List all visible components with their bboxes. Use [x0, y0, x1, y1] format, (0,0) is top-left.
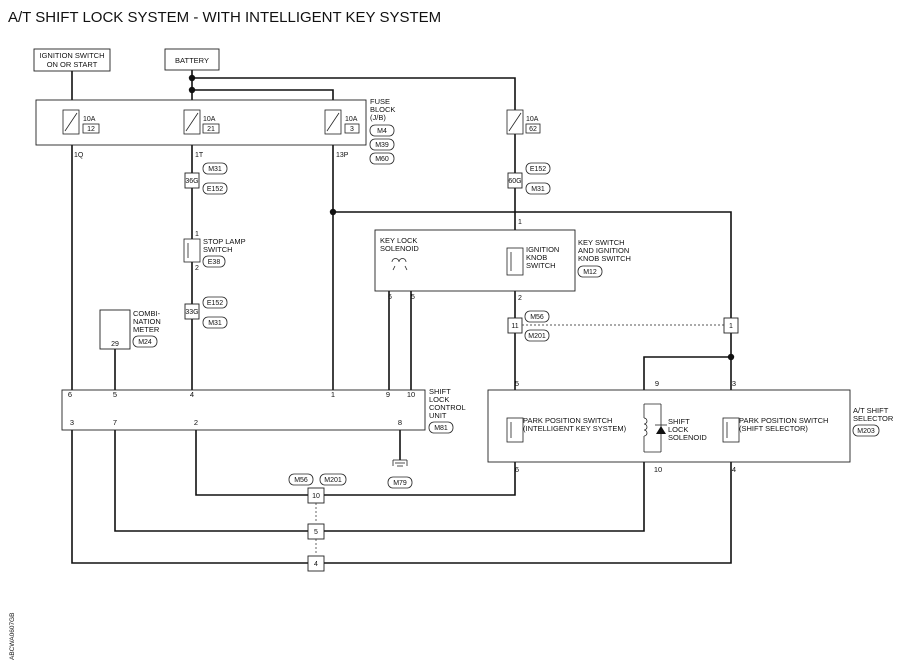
joint-33g: 33G E152 M31: [184, 296, 228, 329]
svg-text:2: 2: [518, 295, 522, 302]
unit-pin-3: 3: [70, 418, 74, 427]
joint-36g: 36G M31 E152: [184, 162, 228, 195]
junction-dots: [188, 74, 735, 361]
svg-text:10: 10: [312, 493, 320, 500]
svg-text:M12: M12: [583, 269, 597, 276]
svg-text:13P: 13P: [336, 152, 349, 159]
fuse-62: 10A 62: [506, 109, 541, 135]
svg-text:60G: 60G: [508, 178, 521, 185]
svg-text:E152: E152: [207, 300, 223, 307]
svg-text:11: 11: [511, 323, 518, 330]
svg-text:M60: M60: [375, 156, 389, 163]
battery-source: BATTERY: [164, 48, 220, 71]
joint-60g: 60G E152 M31: [507, 162, 551, 195]
figure-code: ABCWA0607GB: [9, 613, 16, 660]
svg-text:1: 1: [518, 219, 522, 226]
svg-text:36G: 36G: [185, 178, 198, 185]
at-shift-selector: 5 9 3 6 10 4 PARK POSITION SWITCH(INTELLIGEN…: [487, 379, 894, 474]
svg-text:M4: M4: [377, 128, 387, 135]
svg-text:M24: M24: [138, 339, 152, 346]
connector-m56-m201: 11 M56 M201 1: [507, 310, 739, 342]
svg-text:M31: M31: [208, 166, 222, 173]
fuse-3: 10A 3 13P: [324, 109, 360, 159]
fuse-12: 10A 12 1Q: [62, 109, 100, 159]
wires: [71, 70, 732, 564]
svg-text:29: 29: [111, 341, 119, 348]
svg-text:M201: M201: [528, 333, 546, 340]
selector-pin-3: 3: [732, 379, 736, 388]
selector-pin-9: 9: [655, 379, 659, 388]
svg-text:1T: 1T: [195, 152, 204, 159]
svg-text:M203: M203: [857, 428, 875, 435]
unit-pin-2: 2: [194, 418, 198, 427]
svg-text:M79: M79: [393, 480, 407, 487]
svg-text:10A: 10A: [83, 116, 96, 123]
svg-text:M56: M56: [530, 314, 544, 321]
svg-text:E38: E38: [208, 259, 221, 266]
svg-text:10A: 10A: [345, 116, 358, 123]
svg-text:M56: M56: [294, 477, 308, 484]
svg-text:4: 4: [314, 561, 318, 568]
svg-text:1Q: 1Q: [74, 152, 84, 159]
unit-pin-5: 5: [113, 390, 117, 399]
svg-text:M81: M81: [434, 425, 448, 432]
svg-text:1: 1: [195, 231, 199, 238]
bottom-connector-m56-m201: M56 M201 10 5 4: [288, 473, 347, 572]
svg-text:E152: E152: [207, 186, 223, 193]
unit-pin-9: 9: [386, 390, 390, 399]
ground-symbol: M79: [387, 459, 413, 489]
unit-pin-4: 4: [190, 390, 194, 399]
unit-pin-8: 8: [398, 418, 402, 427]
svg-text:33G: 33G: [185, 309, 198, 316]
selector-pin-5: 5: [515, 379, 519, 388]
fuse-block-connectors: M4 M39 M60: [369, 124, 395, 165]
unit-pin-7: 7: [113, 418, 117, 427]
svg-text:62: 62: [529, 126, 537, 133]
diagram-title: A/T SHIFT LOCK SYSTEM - WITH INTELLIGENT…: [8, 9, 441, 26]
svg-text:10A: 10A: [203, 116, 216, 123]
svg-text:PARK POSITION SWITCH(SHIFT SEL: PARK POSITION SWITCH(SHIFT SELECTOR): [739, 416, 828, 433]
svg-text:5: 5: [314, 529, 318, 536]
svg-text:6: 6: [388, 294, 392, 301]
svg-text:3: 3: [350, 126, 354, 133]
svg-text:2: 2: [195, 265, 199, 272]
fuse-21: 10A 21 1T: [183, 109, 220, 159]
selector-pin-4: 4: [732, 465, 736, 474]
svg-text:10A: 10A: [526, 116, 539, 123]
selector-pin-6: 6: [515, 465, 519, 474]
svg-text:21: 21: [207, 126, 215, 133]
unit-pin-10: 10: [407, 390, 415, 399]
svg-text:BATTERY: BATTERY: [175, 56, 209, 65]
unit-pin-6: 6: [68, 390, 72, 399]
svg-text:1: 1: [729, 323, 733, 330]
selector-pin-10: 10: [654, 465, 662, 474]
svg-text:M31: M31: [531, 186, 545, 193]
unit-pin-1: 1: [331, 390, 335, 399]
svg-text:E152: E152: [530, 166, 546, 173]
svg-text:5: 5: [411, 294, 415, 301]
svg-text:PARK POSITION SWITCH(INTELLIGE: PARK POSITION SWITCH(INTELLIGENT KEY SYS…: [523, 416, 627, 433]
svg-text:M201: M201: [324, 477, 342, 484]
svg-text:12: 12: [87, 126, 95, 133]
svg-text:M39: M39: [375, 142, 389, 149]
svg-text:M31: M31: [208, 320, 222, 327]
